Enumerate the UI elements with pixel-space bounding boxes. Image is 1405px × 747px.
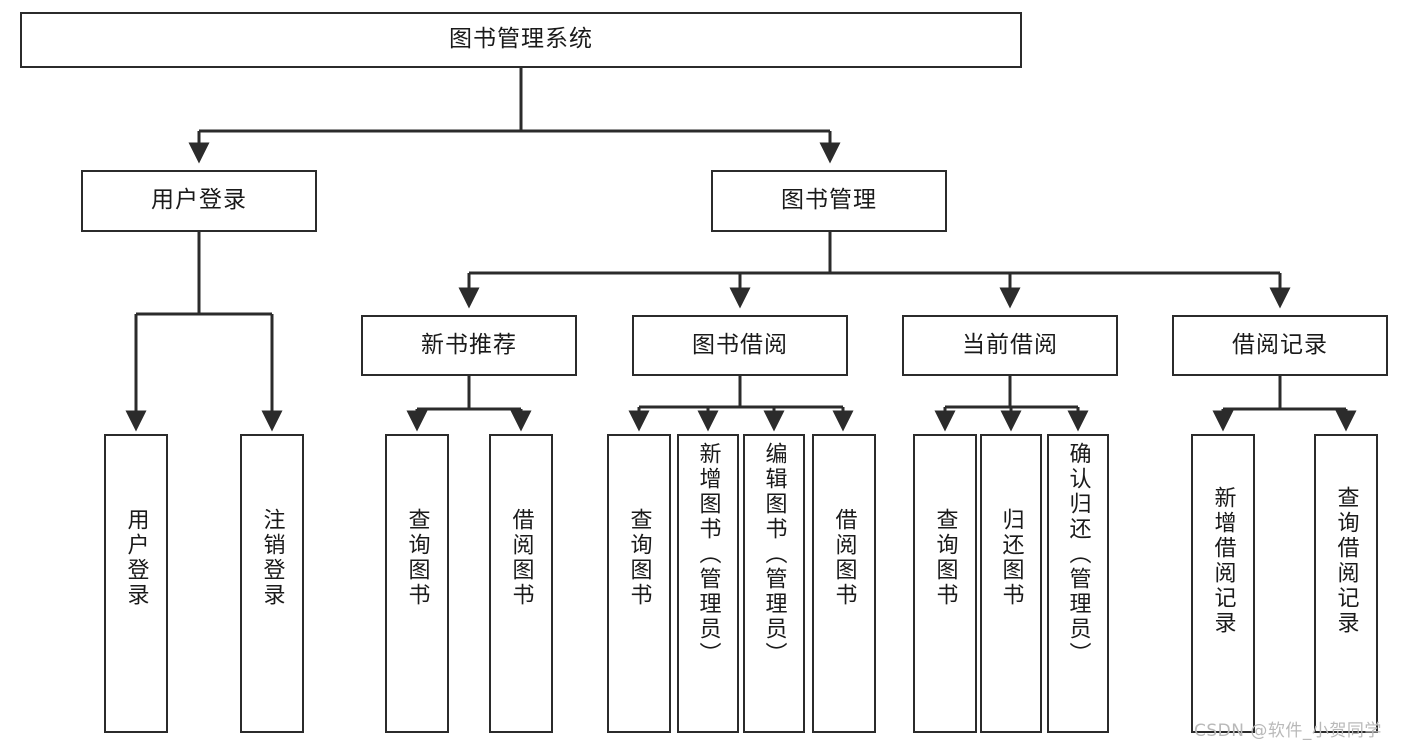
node-label: 查询图书 (404, 508, 430, 608)
leaf-query-book-recommend[interactable]: 查询图书 (385, 434, 449, 733)
leaf-borrow-book-recommend[interactable]: 借阅图书 (489, 434, 553, 733)
node-label: 图书借阅 (692, 331, 788, 358)
node-label: 注销登录 (259, 508, 285, 608)
node-label: 借阅记录 (1232, 331, 1328, 358)
node-label: 新增借阅记录 (1210, 486, 1236, 636)
csdn-watermark: CSDN @软件_小贺同学 (1194, 721, 1382, 741)
node-label: 查询借阅记录 (1333, 486, 1359, 636)
leaf-add-book-admin[interactable]: 新增图书（管理员） (677, 434, 739, 733)
node-label: 当前借阅 (962, 331, 1058, 358)
node-label: 借阅图书 (831, 508, 857, 608)
node-book-borrow[interactable]: 图书借阅 (632, 315, 848, 376)
node-label: 确认归还（管理员） (1065, 442, 1091, 667)
node-book-management[interactable]: 图书管理 (711, 170, 947, 232)
node-label: 借阅图书 (508, 508, 534, 608)
node-label: 新增图书（管理员） (695, 442, 721, 667)
leaf-add-borrow-record[interactable]: 新增借阅记录 (1191, 434, 1255, 733)
leaf-confirm-return-admin[interactable]: 确认归还（管理员） (1047, 434, 1109, 733)
node-new-book-recommend[interactable]: 新书推荐 (361, 315, 577, 376)
leaf-query-book-current[interactable]: 查询图书 (913, 434, 977, 733)
leaf-query-borrow-record[interactable]: 查询借阅记录 (1314, 434, 1378, 733)
leaf-query-book-borrow[interactable]: 查询图书 (607, 434, 671, 733)
node-borrow-record[interactable]: 借阅记录 (1172, 315, 1388, 376)
node-label: 编辑图书（管理员） (761, 442, 787, 667)
node-label: 查询图书 (932, 508, 958, 608)
node-label: 用户登录 (151, 187, 247, 214)
leaf-logout[interactable]: 注销登录 (240, 434, 304, 733)
node-user-login[interactable]: 用户登录 (81, 170, 317, 232)
node-label: 归还图书 (998, 508, 1024, 608)
leaf-return-book[interactable]: 归还图书 (980, 434, 1042, 733)
leaf-user-login[interactable]: 用户登录 (104, 434, 168, 733)
node-root-book-management-system[interactable]: 图书管理系统 (20, 12, 1022, 68)
node-label: 图书管理 (781, 187, 877, 214)
node-label: 查询图书 (626, 508, 652, 608)
leaf-edit-book-admin[interactable]: 编辑图书（管理员） (743, 434, 805, 733)
node-label: 用户登录 (123, 508, 149, 608)
leaf-borrow-book[interactable]: 借阅图书 (812, 434, 876, 733)
node-current-borrow[interactable]: 当前借阅 (902, 315, 1118, 376)
node-label: 图书管理系统 (449, 26, 593, 53)
node-label: 新书推荐 (421, 331, 517, 358)
